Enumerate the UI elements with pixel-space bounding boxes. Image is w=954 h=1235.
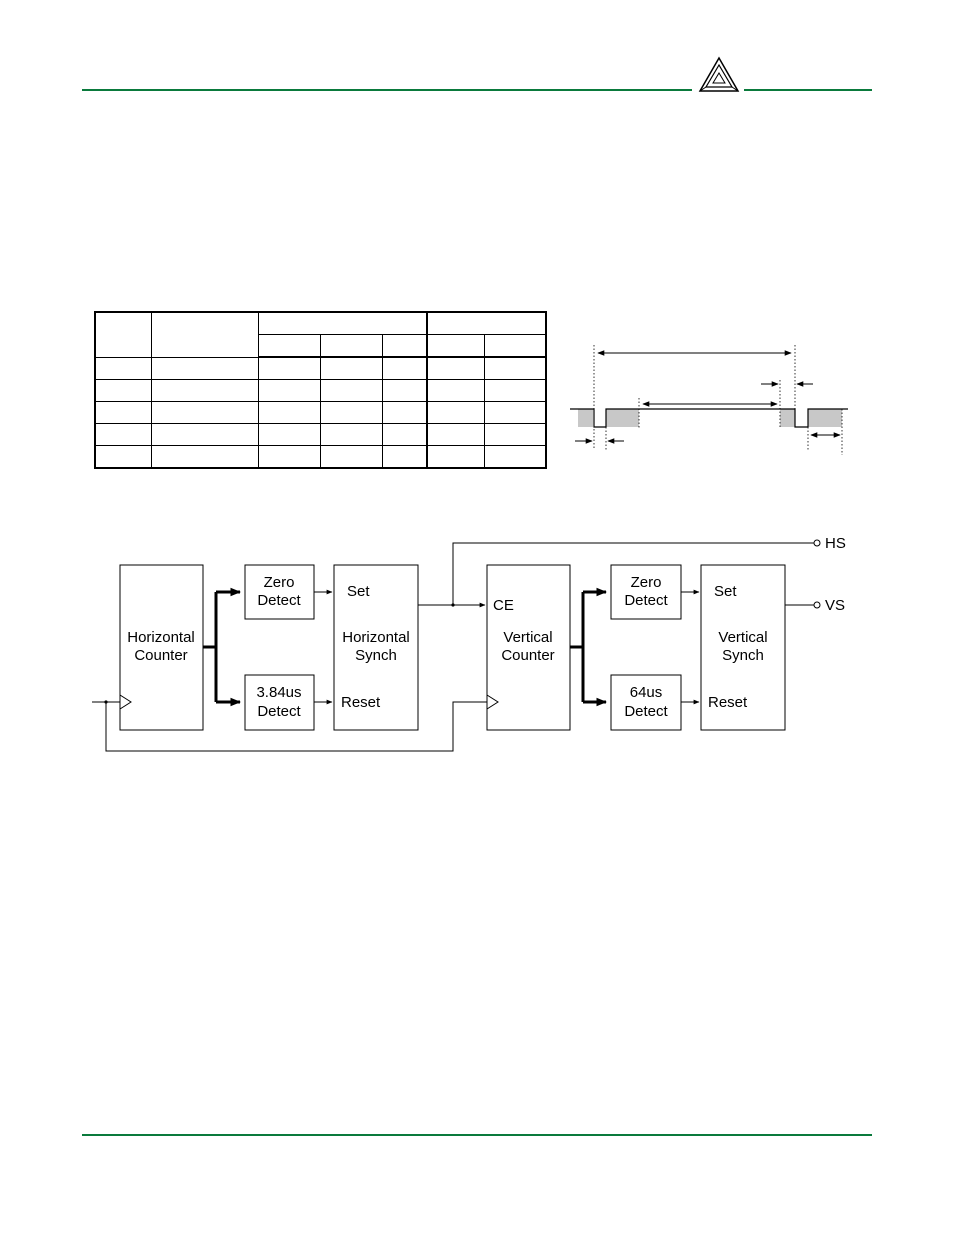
table-cell xyxy=(426,311,547,335)
vertical-synch-label-1: Vertical xyxy=(718,629,767,646)
table-row xyxy=(94,401,547,424)
shade-left-pre xyxy=(578,409,593,427)
sync-signal-line xyxy=(570,408,848,428)
header-rule-right xyxy=(744,89,872,91)
company-logo-icon xyxy=(698,56,740,92)
horizontal-synch-block xyxy=(333,564,419,731)
timing-table xyxy=(94,311,547,469)
h-time-detect-label-2: Detect xyxy=(257,703,301,720)
table-cell xyxy=(382,334,428,358)
horizontal-synch-label-2: Synch xyxy=(355,647,397,664)
table-cell xyxy=(258,311,428,335)
sync-generator-block-diagram: Horizontal Counter Zero Detect 3.84us De… xyxy=(92,535,846,752)
table-header-row-1 xyxy=(94,311,547,358)
shade-left-post xyxy=(606,409,639,427)
shade-right-pre xyxy=(780,409,795,427)
table-row xyxy=(94,356,547,380)
hs-output-terminal-icon xyxy=(813,539,821,547)
h-set-label: Set xyxy=(347,583,370,600)
v-reset-label: Reset xyxy=(708,694,748,711)
v-set-label: Set xyxy=(714,583,737,600)
vertical-counter-block xyxy=(486,564,571,731)
h-zero-detect-block xyxy=(244,564,315,620)
hs-output-line xyxy=(452,542,814,605)
table-header-row-2 xyxy=(95,334,547,358)
header-rule-left xyxy=(82,89,692,91)
vertical-counter-label-2: Counter xyxy=(501,647,554,664)
v-zero-detect-label-2: Detect xyxy=(624,592,668,609)
vertical-synch-block xyxy=(700,564,786,731)
table-cell xyxy=(151,311,259,358)
table-cell xyxy=(94,311,152,358)
hs-output-label: HS xyxy=(825,535,846,552)
v-time-detect-block xyxy=(610,674,682,731)
h-time-detect-block xyxy=(244,674,315,731)
table-row xyxy=(94,445,547,469)
h-reset-label: Reset xyxy=(341,694,381,711)
v-ce-label: CE xyxy=(493,597,514,614)
footer-rule xyxy=(82,1134,872,1136)
v-clock-input-icon xyxy=(486,694,499,710)
h-clock-input-icon xyxy=(119,694,132,710)
vs-output-label: VS xyxy=(825,597,845,614)
horizontal-counter-label-2: Counter xyxy=(134,647,187,664)
h-time-detect-label-1: 3.84us xyxy=(256,684,301,701)
vertical-synch-label-2: Synch xyxy=(722,647,764,664)
v-zero-detect-label-1: Zero xyxy=(631,574,662,591)
table-cell xyxy=(258,334,321,358)
v-time-detect-label-2: Detect xyxy=(624,703,668,720)
v-zero-detect-block xyxy=(610,564,682,620)
table-cell xyxy=(426,334,485,358)
sync-timing-waveform xyxy=(570,345,848,455)
clock-feed-line xyxy=(105,701,487,752)
vertical-counter-label-1: Vertical xyxy=(503,629,552,646)
table-row xyxy=(94,379,547,402)
v-time-detect-label-1: 64us xyxy=(630,684,663,701)
horizontal-counter-block xyxy=(119,564,204,731)
vs-output-terminal-icon xyxy=(813,601,821,609)
table-cell xyxy=(484,334,547,358)
shade-right-post xyxy=(808,409,842,427)
h-zero-detect-label-2: Detect xyxy=(257,592,301,609)
table-row xyxy=(94,423,547,446)
table-cell xyxy=(320,334,383,358)
horizontal-counter-label-1: Horizontal xyxy=(127,629,195,646)
horizontal-synch-label-1: Horizontal xyxy=(342,629,410,646)
h-zero-detect-label-1: Zero xyxy=(264,574,295,591)
